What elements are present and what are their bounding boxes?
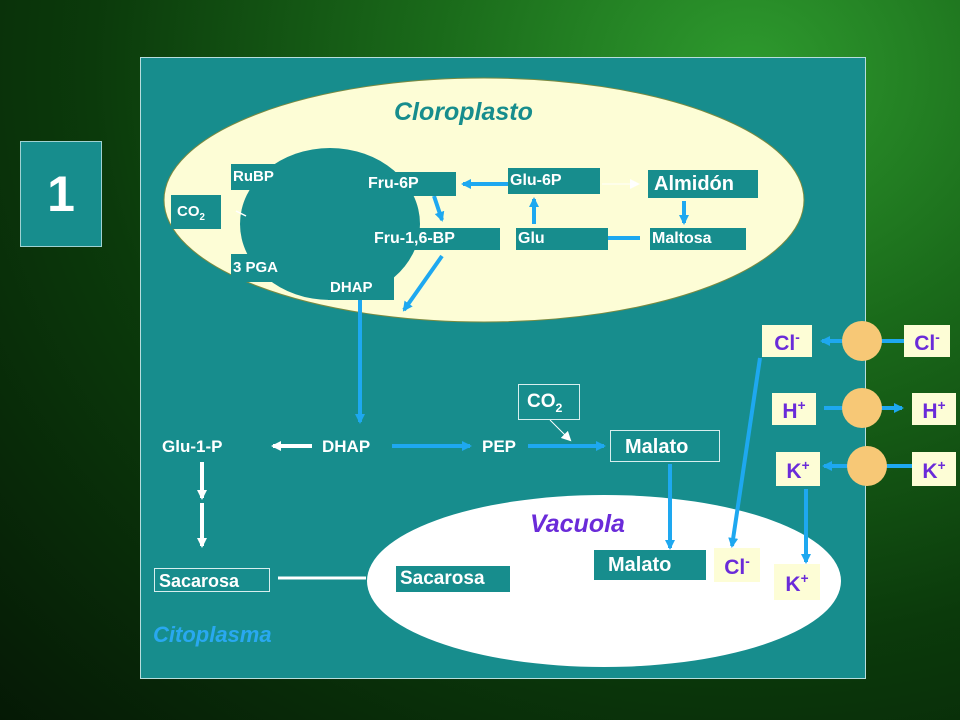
node-co2-cytoplasm: CO2 (518, 384, 580, 420)
ion-cl-outside: Cl- (904, 325, 950, 357)
transporter-k (847, 446, 887, 486)
k-label: K (785, 573, 801, 596)
co2-subscript: 2 (555, 400, 563, 415)
cl-superscript: - (795, 330, 800, 345)
h-superscript: + (797, 398, 806, 413)
cl-label: Cl (724, 556, 746, 579)
k-label: K (786, 460, 802, 483)
node-rubp: RuBP (231, 164, 287, 190)
h-label: H (782, 400, 798, 423)
slide-number: 1 (20, 141, 102, 247)
node-glu1p: Glu-1-P (160, 436, 256, 458)
node-almidon: Almidón (648, 170, 758, 198)
co2-label: CO (177, 203, 200, 220)
k-superscript: + (801, 458, 810, 473)
arrow-fru6p-to-fru16bp (432, 195, 445, 222)
node-fru16bp: Fru-1,6-BP (372, 228, 500, 250)
transporter-cl (842, 321, 882, 361)
node-fru6p: Fru-6P (366, 172, 456, 196)
arrow-cl-to-vacuole (728, 357, 762, 548)
cl-superscript: - (745, 554, 750, 569)
node-3pga: 3 PGA (231, 254, 303, 282)
node-sacarosa-vacuole: Sacarosa (396, 566, 510, 592)
arrow-fru16bp-to-dhap (402, 254, 444, 312)
ion-k-vacuole: K+ (774, 564, 820, 600)
k-label: K (922, 460, 938, 483)
cytoplasm-title: Citoplasma (153, 622, 272, 647)
cl-label: Cl (914, 332, 936, 355)
ion-cl-vacuole: Cl- (714, 548, 760, 582)
vacuole-ellipse (367, 495, 841, 667)
node-pep: PEP (480, 436, 528, 458)
h-superscript: + (937, 398, 946, 413)
co2-subscript: 2 (199, 212, 205, 223)
ion-h-cytoplasm: H+ (772, 393, 816, 425)
node-glu6p: Glu-6P (508, 168, 600, 194)
node-co2-chloroplast: CO2 (171, 195, 221, 229)
chloroplast-title: Cloroplasto (394, 98, 533, 126)
node-malato-vacuole: Malato (594, 550, 706, 580)
ion-k-outside: K+ (912, 452, 956, 486)
ion-k-cytoplasm: K+ (776, 452, 820, 486)
co2-tick (235, 210, 247, 217)
ion-cl-cytoplasm: Cl- (762, 325, 812, 357)
node-maltosa: Maltosa (650, 228, 746, 250)
ion-h-outside: H+ (912, 393, 956, 425)
arrow-co2-to-malato (549, 419, 572, 442)
node-dhap-chloroplast: DHAP (328, 276, 394, 300)
co2-label: CO (527, 391, 556, 412)
k-superscript: + (800, 571, 809, 586)
cl-label: Cl (774, 332, 796, 355)
node-glu: Glu (516, 228, 608, 250)
cl-superscript: - (935, 330, 940, 345)
node-malato-cytoplasm: Malato (610, 430, 720, 462)
node-sacarosa-cytoplasm: Sacarosa (154, 568, 270, 592)
transporter-h (842, 388, 882, 428)
k-superscript: + (937, 458, 946, 473)
h-label: H (922, 400, 938, 423)
node-dhap-cytoplasm: DHAP (320, 436, 384, 458)
vacuole-title: Vacuola (530, 510, 625, 538)
